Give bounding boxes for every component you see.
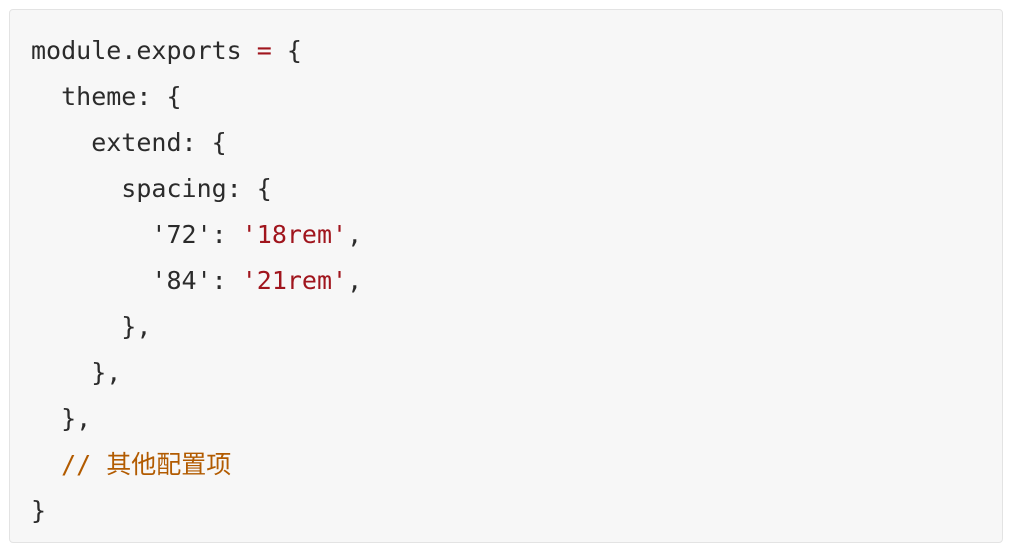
code-line: },	[31, 404, 92, 433]
code-token: ,	[347, 266, 363, 295]
code-block: module.exports = { theme: { extend: { sp…	[9, 9, 1003, 543]
code-token: ,	[347, 220, 363, 249]
code-line: '72': '18rem',	[31, 220, 1002, 266]
code-line: '84': '21rem',	[31, 266, 1002, 312]
code-token: module.exports	[31, 36, 257, 65]
code-line: module.exports = {	[31, 36, 1002, 82]
code-line: theme: {	[31, 82, 182, 111]
operator-token: =	[256, 36, 272, 65]
code-line: // 其他配置项	[31, 450, 1002, 496]
code-token	[31, 450, 61, 479]
code-token: {	[271, 36, 302, 65]
code-line: }	[31, 496, 47, 525]
code-line: extend: {	[31, 128, 227, 157]
code-line: spacing: {	[31, 174, 272, 203]
code-line: },	[31, 358, 122, 387]
string-token: '21rem'	[241, 266, 348, 295]
comment-token: // 其他配置项	[61, 450, 232, 479]
code-token: '84':	[31, 266, 242, 295]
code-token: '72':	[31, 220, 242, 249]
code-line: },	[31, 312, 152, 341]
string-token: '18rem'	[241, 220, 348, 249]
